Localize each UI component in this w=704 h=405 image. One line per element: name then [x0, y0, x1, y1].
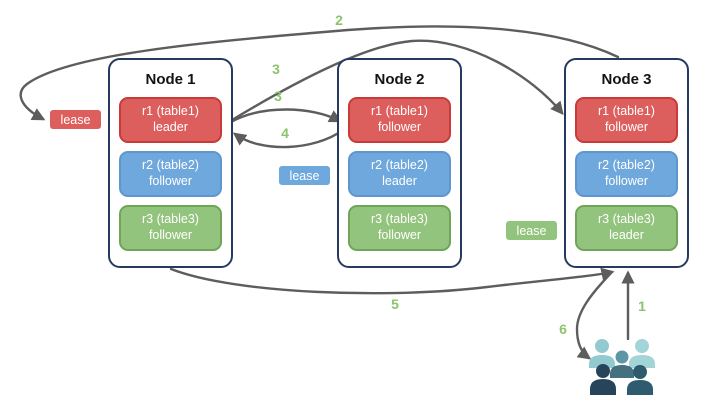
arrow-step-2 [19, 25, 620, 121]
replica-range-label: r1 (table1) [598, 104, 655, 119]
replica-role-label: follower [377, 120, 422, 134]
arrow-step-4 [232, 128, 345, 149]
replica-role-label: leader [609, 228, 644, 242]
node-1-replica-r1: r1 (table1) leader [119, 97, 222, 143]
lease-badge-green: lease [504, 219, 559, 242]
node-1-replica-r2: r2 (table2) follower [119, 151, 222, 197]
node-1-replica-r3: r3 (table3) follower [119, 205, 222, 251]
node-3-replica-r2: r2 (table2) follower [575, 151, 678, 197]
replica-role-label: follower [148, 174, 193, 188]
users-group-icon [589, 339, 655, 395]
node-3: Node 3 r1 (table1) follower r2 (table2) … [564, 58, 689, 268]
step-label-3b: 3 [274, 88, 282, 104]
replica-role-label: leader [382, 174, 417, 188]
replica-range-label: r1 (table1) [371, 104, 428, 119]
arrow-step-6 [575, 271, 613, 360]
replica-role-label: follower [148, 228, 193, 242]
replica-role-label: follower [604, 120, 649, 134]
node-1-title: Node 1 [145, 71, 196, 88]
step-label-2: 2 [335, 12, 343, 28]
step-label-1: 1 [638, 298, 646, 314]
arrow-step-3-to-node2 [229, 108, 343, 124]
node-2-replica-r3: r3 (table3) follower [348, 205, 451, 251]
step-label-6: 6 [559, 321, 567, 337]
node-3-replica-r1: r1 (table1) follower [575, 97, 678, 143]
arrow-step-5 [169, 267, 615, 295]
replica-range-label: r2 (table2) [598, 158, 655, 173]
replica-role-label: follower [377, 228, 422, 242]
replica-range-label: r3 (table3) [371, 212, 428, 227]
replica-range-label: r1 (table1) [142, 104, 199, 119]
node-2-replica-r1: r1 (table1) follower [348, 97, 451, 143]
lease-badge-red: lease [48, 108, 103, 131]
step-label-4: 4 [281, 125, 289, 141]
replica-range-label: r3 (table3) [598, 212, 655, 227]
node-3-title: Node 3 [601, 71, 652, 88]
node-2-replica-r2: r2 (table2) leader [348, 151, 451, 197]
node-1: Node 1 r1 (table1) leader r2 (table2) fo… [108, 58, 233, 268]
arrow-step-3-to-node3 [230, 39, 564, 122]
step-label-5: 5 [391, 296, 399, 312]
replica-role-label: follower [604, 174, 649, 188]
replica-range-label: r3 (table3) [142, 212, 199, 227]
lease-badge-blue: lease [277, 164, 332, 187]
replica-role-label: leader [153, 120, 188, 134]
replica-range-label: r2 (table2) [142, 158, 199, 173]
node-3-replica-r3: r3 (table3) leader [575, 205, 678, 251]
step-label-3a: 3 [272, 61, 280, 77]
node-2-title: Node 2 [374, 71, 425, 88]
node-2: Node 2 r1 (table1) follower r2 (table2) … [337, 58, 462, 268]
replica-range-label: r2 (table2) [371, 158, 428, 173]
